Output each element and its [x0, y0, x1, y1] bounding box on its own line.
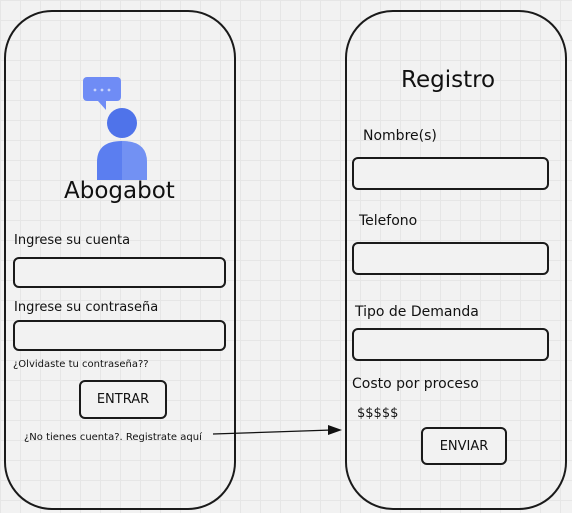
account-label: Ingrese su cuenta: [14, 233, 131, 248]
login-button[interactable]: ENTRAR: [79, 380, 167, 419]
cost-label: Costo por proceso: [352, 376, 479, 392]
phone-input[interactable]: [352, 242, 549, 275]
register-screen: [345, 10, 567, 510]
forgot-password-link[interactable]: ¿Olvidaste tu contraseña??: [13, 359, 149, 370]
register-title: Registro: [401, 67, 496, 93]
cost-value: $$$$$: [357, 406, 399, 421]
password-label: Ingrese su contraseña: [14, 300, 159, 315]
name-input[interactable]: [352, 157, 549, 190]
login-screen: [4, 10, 236, 510]
phone-label: Telefono: [359, 213, 418, 229]
app-name: Abogabot: [64, 178, 175, 204]
demand-type-label: Tipo de Demanda: [355, 304, 479, 320]
demand-type-input[interactable]: [352, 328, 549, 361]
chatbot-lawyer-icon: [83, 77, 147, 180]
account-input[interactable]: [13, 257, 226, 288]
register-link[interactable]: ¿No tienes cuenta?. Registrate aquí: [24, 432, 202, 443]
password-input[interactable]: [13, 320, 226, 351]
send-button[interactable]: ENVIAR: [421, 427, 507, 465]
name-label: Nombre(s): [363, 128, 437, 144]
